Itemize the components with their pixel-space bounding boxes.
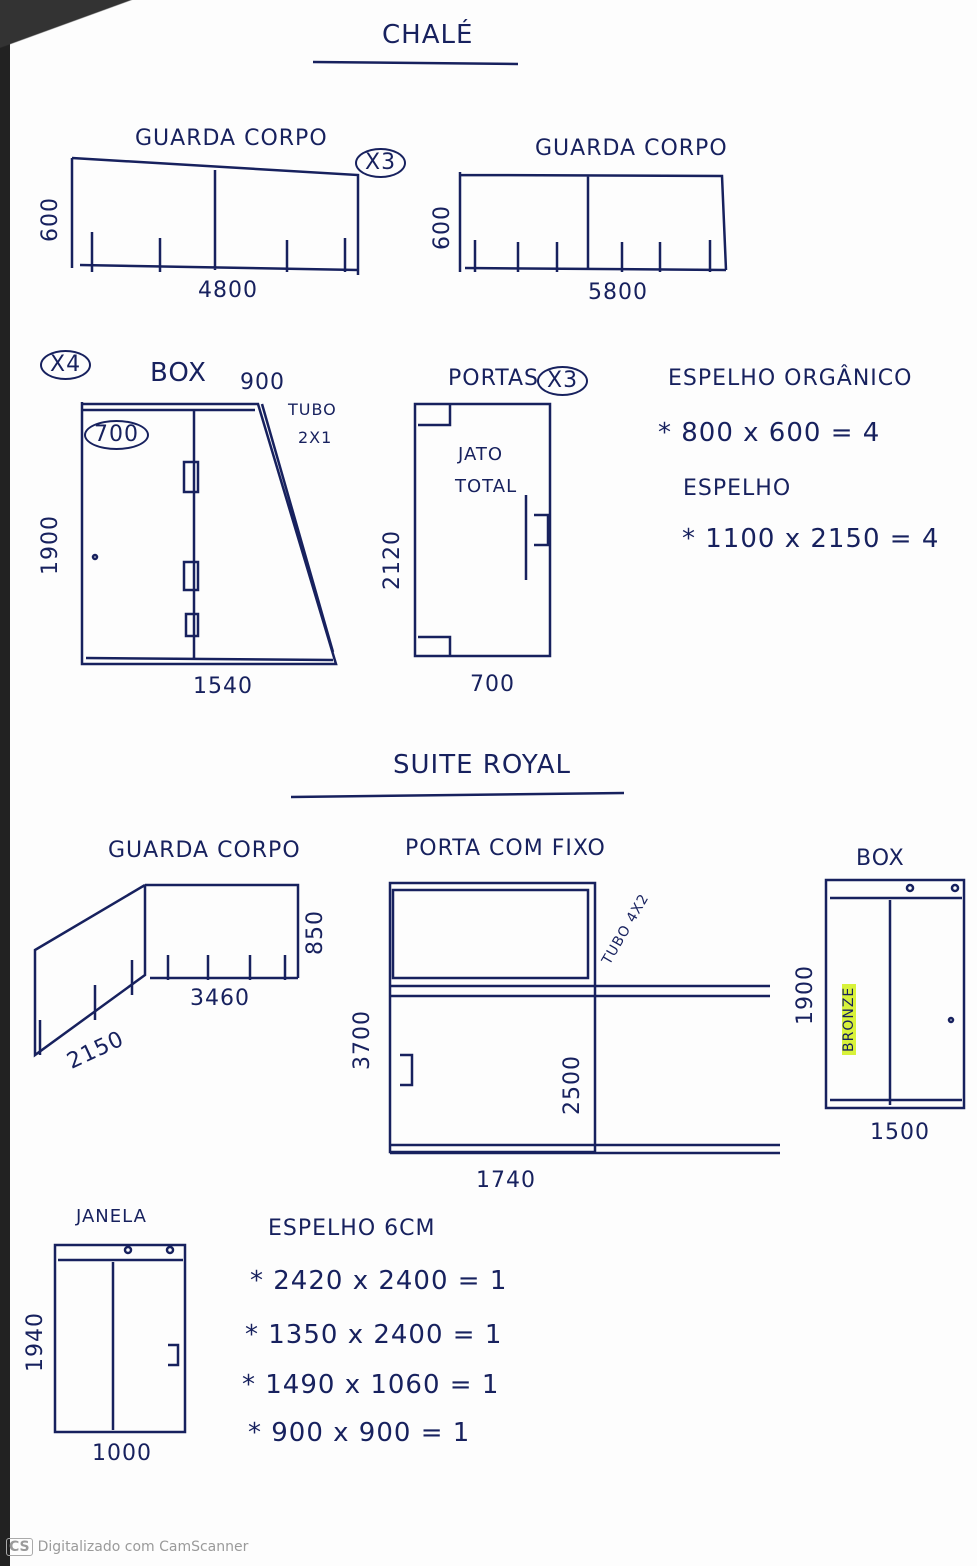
box-height: 1900 [38,515,63,575]
scan-edge [0,0,10,1566]
box-qty: X4 [40,350,92,380]
porta-fixo-height: 3700 [350,1010,375,1070]
portas-width: 700 [470,672,515,697]
janela-label: JANELA [76,1206,147,1227]
box-tube: TUBO [288,400,337,419]
box-width: 1540 [193,674,253,699]
espelho-item: * 1490 x 1060 = 1 [242,1370,500,1400]
espelho-item: * 900 x 900 = 1 [248,1418,471,1448]
suite-box-color: BRONZE [841,983,857,1055]
suite-title: SUITE ROYAL [393,750,572,780]
espelho-item: * 1350 x 2400 = 1 [245,1320,503,1350]
porta-fixo-label: PORTA COM FIXO [405,836,606,861]
espelho-title: ESPELHO [683,476,792,501]
janela-width: 1000 [92,1441,152,1466]
suite-guarda-width: 3460 [190,986,250,1011]
camscanner-watermark: CS Digitalizado com CamScanner [6,1538,248,1556]
guarda1-width: 4800 [198,278,258,303]
watermark-text: Digitalizado com CamScanner [37,1539,249,1555]
espelho-6cm-title: ESPELHO 6CM [268,1216,436,1241]
portas-label: PORTAS [448,366,540,391]
guarda1-label: GUARDA CORPO [135,126,328,151]
box-door: 700 [84,420,149,450]
porta-fixo-door-height: 2500 [560,1055,585,1115]
portas-qty: X3 [537,366,589,396]
portas-finish2: TOTAL [455,476,518,497]
espelho-organico-title: ESPELHO ORGÂNICO [668,366,913,391]
porta-fixo-width: 1740 [476,1168,536,1193]
suite-box-height: 1900 [793,965,818,1025]
espelho-item: * 2420 x 2400 = 1 [250,1266,508,1296]
suite-box-label: BOX [856,846,905,871]
camscanner-logo: CS [6,1538,33,1556]
suite-guarda-label: GUARDA CORPO [108,838,301,863]
box-label: BOX [150,358,207,388]
guarda2-label: GUARDA CORPO [535,136,728,161]
portas-finish1: JATO [458,444,504,465]
box-top: 900 [240,370,285,395]
espelho-organico-line: * 800 x 600 = 4 [658,418,881,448]
guarda1-height: 600 [38,197,63,242]
guarda2-height: 600 [430,205,455,250]
portas-height: 2120 [380,530,405,590]
espelho-line: * 1100 x 2150 = 4 [682,524,940,554]
guarda1-qty: X3 [355,148,407,178]
chale-title: CHALÉ [382,20,474,50]
guarda2-width: 5800 [588,280,648,305]
box-tube-size: 2X1 [298,428,333,447]
suite-guarda-height: 850 [303,910,328,955]
suite-box-width: 1500 [870,1120,930,1145]
janela-height: 1940 [23,1312,48,1372]
scan-corner [0,0,160,60]
